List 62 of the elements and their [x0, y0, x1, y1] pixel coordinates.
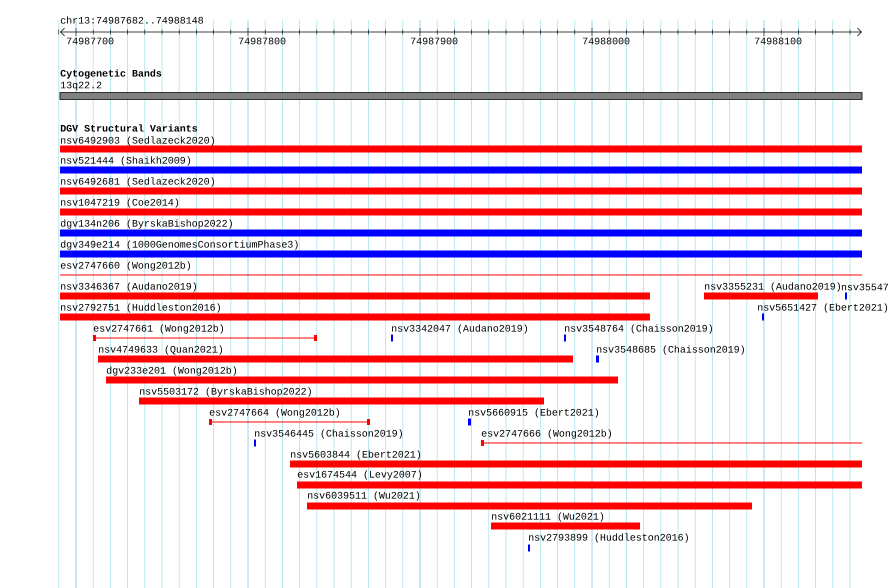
variant-bar: nsv6039511 (Wu2021) [307, 491, 752, 510]
node-label: nsv3346367 (Audano2019) [61, 282, 196, 292]
tick-label: 74987800 [238, 38, 286, 44]
variant-bar: nsv1047219 (Coe2014) [60, 198, 862, 216]
tick-label: 74987900 [410, 38, 458, 44]
variant-line: esv2747660 (Wong2012b) [60, 261, 862, 276]
variant-bar: nsv3355231 (Audano2019) [704, 282, 840, 300]
variant-mark: nsv35547 [842, 284, 888, 300]
variant-line: esv2747661 (Wong2012b) [92, 324, 318, 341]
variant-mark: nsv2793899 (Huddleston2016) [528, 533, 688, 552]
node-label: nsv35547 [842, 284, 888, 290]
variant-bar: nsv5603844 (Ebert2021) [290, 450, 862, 468]
variant-mark: nsv3548764 (Chaisson2019) [564, 324, 712, 342]
variant-line: esv2747666 (Wong2012b) [480, 429, 862, 446]
node-label: nsv5660915 (Ebert2021) [469, 408, 598, 418]
variant-bar: dgv349e214 (1000GenomesConsortiumPhase3) [60, 240, 862, 258]
node-label: nsv3548764 (Chaisson2019) [565, 324, 712, 334]
node-label: nsv3355231 (Audano2019) [705, 282, 840, 292]
node-label: nsv6492681 (Sedlazeck2020) [61, 177, 214, 187]
node-label: nsv521444 (Shaikh2009) [61, 156, 190, 166]
variant-bar: nsv6492903 (Sedlazeck2020) [60, 136, 862, 152]
node-label: nsv5603844 (Ebert2021) [291, 450, 420, 460]
variant-bar: nsv4749633 (Quan2021) [98, 345, 573, 362]
variant-mark: nsv5660915 (Ebert2021) [468, 408, 598, 426]
node-label: nsv6492903 (Sedlazeck2020) [61, 136, 214, 146]
node-label: nsv6021111 (Wu2021) [492, 512, 604, 522]
node-label: nsv3548685 (Chaisson2019) [597, 345, 744, 355]
variant-bar: nsv3346367 (Audano2019) [60, 282, 650, 300]
variant-bar: nsv6021111 (Wu2021) [491, 512, 640, 530]
node-label: nsv2792751 (Huddleston2016) [61, 303, 220, 313]
tick-label: 74988100 [754, 38, 802, 44]
node-label: nsv3342047 (Audano2019) [392, 324, 528, 334]
node-label: dgv349e214 (1000GenomesConsortiumPhase3) [60, 240, 298, 250]
variant-bar: esv1674544 (Levy2007) [297, 470, 862, 488]
track-heading: DGV Structural Variants [60, 124, 198, 132]
variant-bar: dgv134n206 (ByrskaBishop2022) [60, 219, 862, 236]
node-label: esv1674544 (Levy2007) [298, 470, 422, 480]
node-label: nsv6039511 (Wu2021) [308, 491, 420, 501]
tick-label: 74988000 [582, 38, 630, 44]
tick-label: 74987700 [66, 38, 114, 44]
variant-bar: dgv233e201 (Wong2012b) [106, 366, 618, 384]
node-label: nsv3546445 (Chaisson2019) [255, 429, 402, 439]
node-label: dgv233e201 (Wong2012b) [106, 366, 236, 376]
variant-bar: nsv6492681 (Sedlazeck2020) [60, 177, 862, 194]
node-label: nsv4749633 (Quan2021) [99, 345, 222, 355]
node-label: nsv1047219 (Coe2014) [61, 198, 178, 208]
variant-mark: nsv3548685 (Chaisson2019) [596, 345, 744, 362]
variant-bar: nsv2792751 (Huddleston2016) [60, 303, 650, 320]
variant-line: esv2747664 (Wong2012b) [208, 408, 370, 425]
variant-bar: nsv5503172 (ByrskaBishop2022) [139, 387, 544, 404]
node-label: dgv134n206 (ByrskaBishop2022) [60, 219, 232, 229]
variant-mark: nsv3546445 (Chaisson2019) [254, 429, 402, 446]
locus-label: chr13:74987682..74988148 [60, 16, 204, 24]
node-label: nsv5503172 (ByrskaBishop2022) [140, 387, 311, 397]
track-heading: Cytogenetic Bands [60, 69, 162, 79]
node-label: nsv2793899 (Huddleston2016) [529, 533, 688, 543]
variant-mark: nsv5651427 (Ebert2021) [758, 303, 888, 320]
node-label: 13q22.2 [60, 82, 102, 90]
variant-bar: nsv521444 (Shaikh2009) [60, 156, 862, 174]
cytoband-bar: 13q22.2 [60, 82, 862, 100]
node-label: nsv5651427 (Ebert2021) [758, 303, 888, 313]
variant-mark: nsv3342047 (Audano2019) [391, 324, 528, 342]
